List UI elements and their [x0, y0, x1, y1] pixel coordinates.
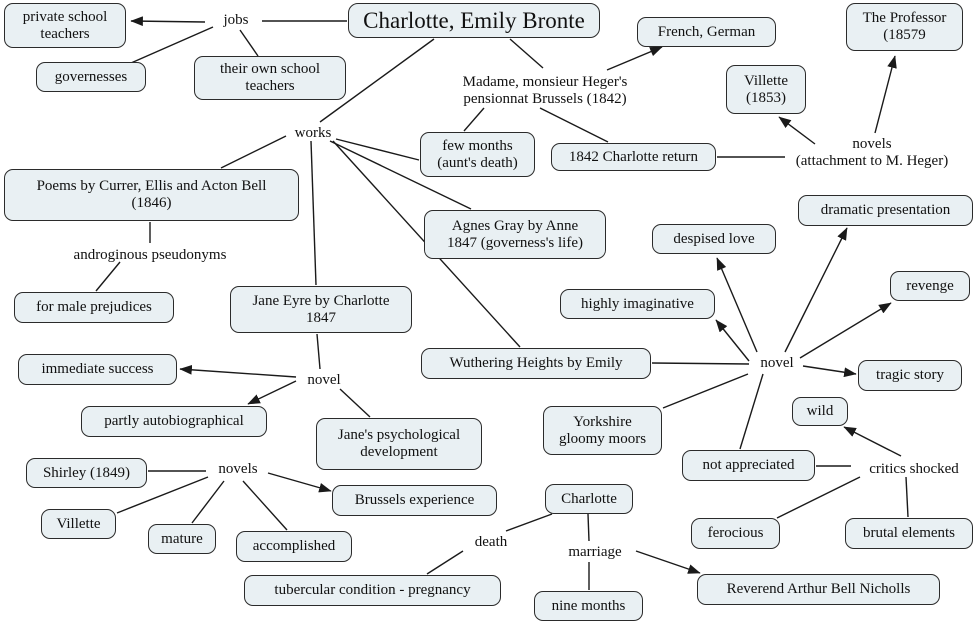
- edge-madame-to-fewmonths: [463, 107, 485, 132]
- edge-death-to-tubercular: [426, 550, 464, 575]
- edge-works-to-fewmonths: [335, 138, 420, 161]
- concept-node-governesses[interactable]: governesses: [36, 62, 146, 92]
- concept-node-shirley[interactable]: Shirley (1849): [26, 458, 147, 488]
- concept-node-brutal[interactable]: brutal elements: [845, 518, 973, 549]
- edge-androg-to-malepre: [95, 261, 121, 292]
- concept-node-accomplished[interactable]: accomplished: [236, 531, 352, 562]
- edge-jobs-to-ownschool: [239, 29, 259, 57]
- edge-novelR-to-revenge: [799, 302, 892, 359]
- edge-novelR-to-imaginative: [715, 319, 750, 362]
- concept-node-private[interactable]: private school teachers: [4, 3, 126, 48]
- concept-node-autobio[interactable]: partly autobiographical: [81, 406, 267, 437]
- edge-madame-to-return1842: [539, 107, 609, 143]
- concept-node-french[interactable]: French, German: [637, 17, 776, 47]
- concept-node-agnes[interactable]: Agnes Gray by Anne 1847 (governess's lif…: [424, 210, 606, 259]
- link-label-jobs: jobs: [223, 12, 249, 28]
- concept-node-mature[interactable]: mature: [148, 524, 216, 554]
- concept-node-ninemonths[interactable]: nine months: [534, 591, 643, 621]
- concept-node-tragic[interactable]: tragic story: [858, 360, 962, 391]
- edge-novelsL-to-accomplished: [242, 480, 288, 531]
- edge-critics-to-wild: [843, 426, 902, 457]
- concept-node-reverend[interactable]: Reverend Arthur Bell Nicholls: [697, 574, 940, 605]
- concept-node-charlotte2[interactable]: Charlotte: [545, 484, 633, 514]
- concept-node-malepre[interactable]: for male prejudices: [14, 292, 174, 323]
- concept-node-ownschool[interactable]: their own school teachers: [194, 56, 346, 100]
- link-label-novelR: novel: [760, 355, 794, 371]
- concept-node-wuthering[interactable]: Wuthering Heights by Emily: [421, 348, 651, 379]
- concept-node-tubercular[interactable]: tubercular condition - pregnancy: [244, 575, 501, 606]
- edge-novelR-to-despised: [716, 257, 758, 353]
- link-label-madame: Madame, monsieur Heger's pensionnat Brus…: [462, 74, 628, 107]
- edge-novelJ-to-autobio: [247, 380, 297, 405]
- concept-node-villette1853[interactable]: Villette (1853): [726, 65, 806, 114]
- edge-novelR-to-notappr: [739, 373, 764, 450]
- link-label-novelsheger: novels (attachment to M. Heger): [795, 136, 949, 169]
- concept-node-poems[interactable]: Poems by Currer, Ellis and Acton Bell (1…: [4, 169, 299, 221]
- link-label-novelJ: novel: [307, 372, 341, 388]
- concept-node-immediate[interactable]: immediate success: [18, 354, 177, 385]
- edge-charlotte2-to-marriage: [587, 513, 590, 542]
- concept-node-title[interactable]: Charlotte, Emily Bronte: [348, 3, 600, 38]
- concept-node-revenge[interactable]: revenge: [890, 271, 970, 301]
- concept-node-return1842[interactable]: 1842 Charlotte return: [551, 143, 716, 171]
- edge-novelR-to-dramatic: [784, 227, 848, 353]
- edge-works-to-poems: [220, 135, 287, 169]
- link-label-marriage: marriage: [568, 544, 622, 560]
- link-label-novelsL: novels: [218, 461, 258, 477]
- edge-jobs-to-private: [130, 16, 206, 27]
- edge-novelsL-to-brussels: [267, 472, 332, 493]
- edge-novelsL-to-mature: [191, 480, 225, 524]
- edge-title-to-madame: [509, 38, 544, 69]
- concept-node-notappr[interactable]: not appreciated: [682, 450, 815, 481]
- edge-marriage-to-reverend: [635, 550, 701, 574]
- concept-node-professor[interactable]: The Professor (18579: [846, 3, 963, 51]
- edge-novelsheger-to-professor: [874, 55, 897, 134]
- link-label-critics: critics shocked: [869, 461, 959, 477]
- edge-novelR-to-yorkshire: [662, 373, 749, 409]
- edge-critics-to-brutal: [905, 476, 909, 518]
- link-label-androg: androginous pseudonyms: [73, 247, 227, 263]
- link-label-works: works: [294, 125, 332, 141]
- edge-novelJ-to-janepsy: [339, 388, 371, 418]
- concept-node-yorkshire[interactable]: Yorkshire gloomy moors: [543, 406, 662, 455]
- edge-janeeyre-to-novelJ: [316, 333, 321, 370]
- edge-wuthering-to-novelR: [651, 362, 750, 365]
- concept-node-wild[interactable]: wild: [792, 397, 848, 426]
- concept-node-janepsy[interactable]: Jane's psychological development: [316, 418, 482, 470]
- concept-node-ferocious[interactable]: ferocious: [691, 518, 780, 549]
- edge-charlotte2-to-death: [505, 513, 553, 532]
- edge-novelJ-to-immediate: [179, 364, 297, 378]
- edge-works-to-janeeyre: [310, 140, 317, 286]
- concept-node-despised[interactable]: despised love: [652, 224, 776, 254]
- concept-node-brussels[interactable]: Brussels experience: [332, 485, 497, 516]
- edge-madame-to-french: [606, 46, 663, 71]
- edge-novelR-to-tragic: [802, 365, 857, 378]
- concept-node-imaginative[interactable]: highly imaginative: [560, 289, 715, 319]
- edge-critics-to-ferocious: [776, 476, 861, 519]
- concept-node-janeeyre[interactable]: Jane Eyre by Charlotte 1847: [230, 286, 412, 333]
- concept-node-dramatic[interactable]: dramatic presentation: [798, 195, 973, 226]
- link-label-death: death: [474, 534, 508, 550]
- concept-node-fewmonths[interactable]: few months (aunt's death): [420, 132, 535, 177]
- concept-node-villette[interactable]: Villette: [41, 509, 116, 539]
